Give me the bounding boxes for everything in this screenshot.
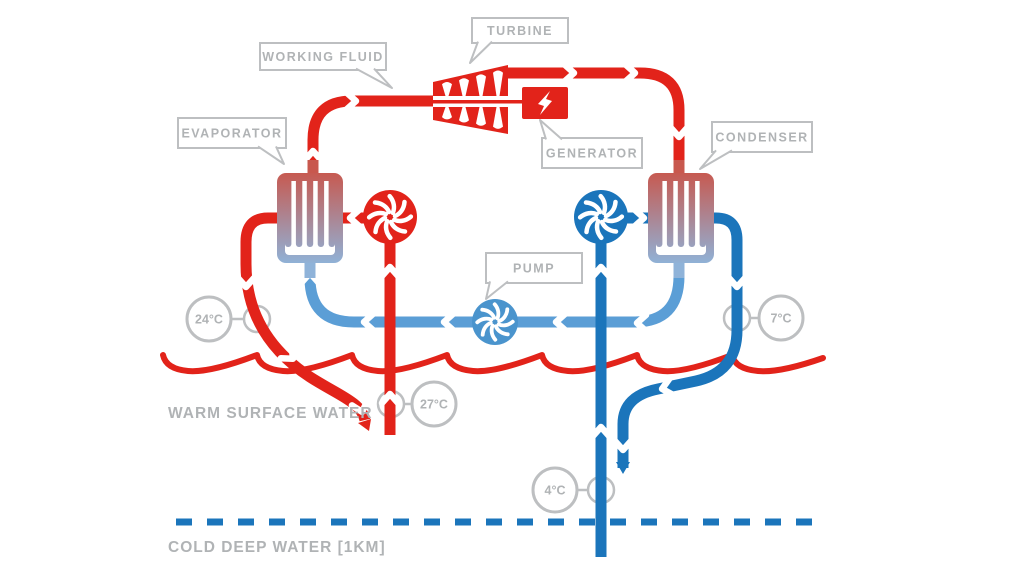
condenser-inlet-stub bbox=[673, 160, 685, 176]
evaporator-outlet-stub bbox=[304, 261, 316, 278]
cold-water-discharge-pipe bbox=[617, 212, 743, 468]
temp-badge-warm-discharge: 24°C bbox=[185, 295, 233, 343]
turbine-icon bbox=[433, 65, 523, 134]
cold-deep-water-caption: COLD DEEP WATER [1KM] bbox=[168, 539, 386, 556]
label-generator-text: GENERATOR bbox=[546, 147, 638, 161]
condenser-icon bbox=[648, 173, 714, 263]
label-evaporator: EVAPORATOR bbox=[177, 117, 287, 165]
cold-water-pipes bbox=[589, 206, 749, 557]
temp-warm-discharge-text: 24°C bbox=[195, 313, 223, 327]
label-pump: PUMP bbox=[485, 252, 583, 300]
label-condenser: CONDENSER bbox=[699, 121, 813, 170]
label-turbine-text: TURBINE bbox=[487, 24, 553, 38]
label-turbine: TURBINE bbox=[469, 17, 569, 64]
temp-warm-intake-text: 27°C bbox=[420, 398, 448, 412]
label-working-fluid-text: WORKING FLUID bbox=[262, 50, 384, 64]
temp-cold-intake-text: 4°C bbox=[545, 484, 566, 498]
label-condenser-text: CONDENSER bbox=[715, 131, 808, 145]
warm-seawater-pump-icon bbox=[363, 190, 417, 244]
warm-water-pipes bbox=[234, 206, 402, 435]
warm-water-discharge-pipe bbox=[240, 212, 371, 422]
working-fluid-return-pipe bbox=[298, 261, 685, 335]
sea-surface-line bbox=[160, 352, 826, 375]
working-fluid-vapor-pipe bbox=[301, 61, 691, 178]
working-fluid-pump-icon bbox=[472, 299, 518, 345]
generator-icon bbox=[522, 87, 568, 119]
evaporator-inlet-stub bbox=[307, 160, 319, 176]
label-pump-text: PUMP bbox=[513, 262, 555, 276]
turbine-shaft bbox=[433, 100, 523, 104]
temp-badge-warm-intake: 27°C bbox=[410, 380, 458, 428]
label-working-fluid: WORKING FLUID bbox=[259, 42, 393, 89]
cold-seawater-pump-icon bbox=[574, 190, 628, 244]
temp-badge-cold-discharge: 7°C bbox=[757, 294, 805, 342]
evaporator-icon bbox=[277, 173, 343, 263]
label-generator: GENERATOR bbox=[539, 119, 643, 169]
condenser-outlet-stub bbox=[673, 261, 685, 278]
warm-surface-water-caption: WARM SURFACE WATER bbox=[168, 405, 373, 422]
label-evaporator-text: EVAPORATOR bbox=[181, 127, 282, 141]
temp-cold-discharge-text: 7°C bbox=[771, 312, 792, 326]
temp-badge-cold-intake: 4°C bbox=[531, 466, 579, 514]
lightning-bolt-icon bbox=[538, 91, 552, 115]
